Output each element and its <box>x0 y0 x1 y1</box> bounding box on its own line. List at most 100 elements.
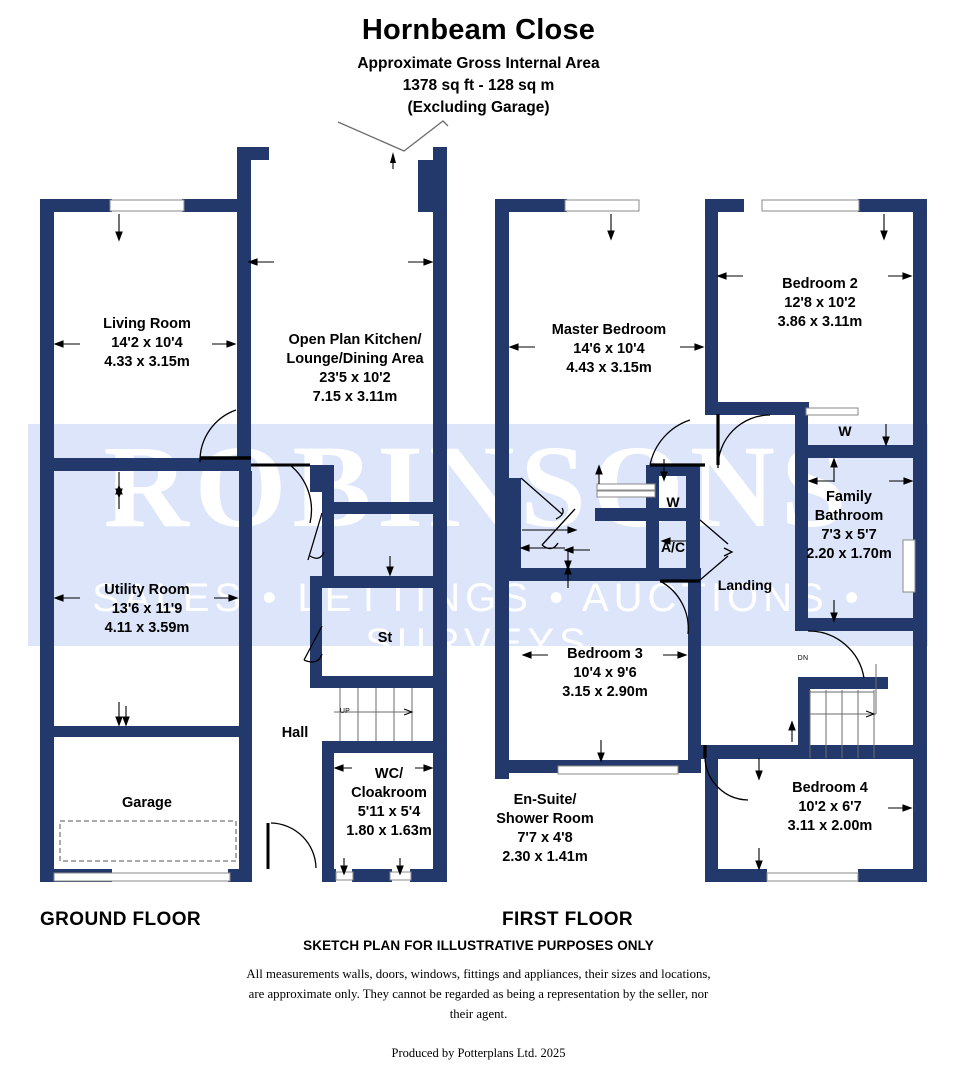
ground-floor-walls <box>40 147 447 882</box>
bathroom-name-line1: Family <box>826 489 872 505</box>
room-label-master-bedroom: Master Bedroom 14'6 x 10'4 4.43 x 3.15m <box>516 321 702 378</box>
watermark-band: ROBINSONS SALES • LETTINGS • AUCTIONS • … <box>28 421 928 665</box>
footer-heading: SKETCH PLAN FOR ILLUSTRATIVE PURPOSES ON… <box>303 938 654 953</box>
ac-name: A/C <box>660 539 686 555</box>
landing-name: Landing <box>717 577 773 593</box>
first-floor-dimension-arrows <box>508 214 914 871</box>
stair-label-up: UP <box>332 707 358 716</box>
area-summary: Approximate Gross Internal Area 1378 sq … <box>0 53 957 119</box>
dn-text: DN <box>797 655 809 662</box>
room-label-storage: St <box>350 629 420 648</box>
room-label-wardrobe-upper: W <box>812 422 878 440</box>
ensuite-metric: 2.30 x 1.41m <box>502 848 588 865</box>
room-label-open-plan-kitchen: Open Plan Kitchen/ Lounge/Dining Area 23… <box>255 331 455 406</box>
ground-floor-doors <box>199 409 325 869</box>
room-label-landing: Landing <box>702 576 788 594</box>
room-label-airing-cupboard: A/C <box>640 538 706 556</box>
garage-name: Garage <box>122 795 172 811</box>
watermark-brand: ROBINSONS <box>103 421 853 552</box>
room-label-living-room: Living Room 14'2 x 10'4 4.33 x 3.15m <box>62 315 232 372</box>
stair-label-dn: DN <box>790 654 816 663</box>
window-master-front <box>564 199 640 212</box>
window-centre-a <box>596 483 656 491</box>
first-floor-plan <box>495 199 927 882</box>
window-bed2-front <box>761 199 860 212</box>
caption-ground-floor: GROUND FLOOR <box>40 909 202 930</box>
master-imperial: 14'6 x 10'4 <box>573 340 645 357</box>
area-line-1: Approximate Gross Internal Area <box>357 55 600 72</box>
room-label-wardrobe-centre: W <box>640 493 706 511</box>
bed4-name: Bedroom 4 <box>792 780 868 796</box>
bed2-imperial: 12'8 x 10'2 <box>784 294 856 311</box>
bed2-metric: 3.86 x 3.11m <box>777 313 863 330</box>
area-line-2: 1378 sq ft - 128 sq m <box>402 77 555 94</box>
utility-metric: 4.11 x 3.59m <box>104 619 190 636</box>
master-metric: 4.43 x 3.15m <box>566 359 652 376</box>
room-label-bedroom-3: Bedroom 3 10'4 x 9'6 3.15 x 2.90m <box>523 645 687 702</box>
bed3-name: Bedroom 3 <box>567 646 643 662</box>
wc-metric: 1.80 x 1.63m <box>346 822 432 839</box>
window-bed3-rear <box>557 765 679 775</box>
bathroom-imperial: 7'3 x 5'7 <box>821 526 877 543</box>
hall-name: Hall <box>281 725 309 741</box>
plan-footer: SKETCH PLAN FOR ILLUSTRATIVE PURPOSES ON… <box>0 938 957 1061</box>
ensuite-name-line2: Shower Room <box>496 810 594 827</box>
bed3-imperial: 10'4 x 9'6 <box>573 664 637 681</box>
window-bed4-rear <box>766 872 859 882</box>
first-floor-stairs <box>809 664 877 758</box>
first-floor-doors <box>520 414 865 801</box>
storage-name: St <box>377 630 393 646</box>
kitchen-imperial: 23'5 x 10'2 <box>319 369 391 386</box>
bathroom-metric: 2.20 x 1.70m <box>806 545 892 562</box>
garage-door-opening <box>53 872 231 882</box>
room-label-bedroom-2: Bedroom 2 12'8 x 10'2 3.86 x 3.11m <box>730 275 910 332</box>
plan-header: Hornbeam Close Approximate Gross Interna… <box>0 0 957 119</box>
bed4-metric: 3.11 x 2.00m <box>787 817 873 834</box>
first-floor-walls <box>495 199 927 882</box>
room-label-garage: Garage <box>62 794 232 813</box>
living-room-metric: 4.33 x 3.15m <box>104 353 190 370</box>
ground-floor-windows <box>53 199 412 882</box>
ground-floor-stairs <box>334 688 414 741</box>
w-upper-name: W <box>838 423 852 439</box>
page-title: Hornbeam Close <box>361 14 596 46</box>
bed4-imperial: 10'2 x 6'7 <box>798 798 862 815</box>
porch-canopy-line <box>337 120 449 152</box>
window-centre-b <box>596 490 656 498</box>
up-text: UP <box>339 708 351 715</box>
kitchen-name-line1: Open Plan Kitchen/ <box>288 332 422 348</box>
utility-name: Utility Room <box>104 582 190 598</box>
bed3-metric: 3.15 x 2.90m <box>562 683 648 700</box>
room-label-utility-room: Utility Room 13'6 x 11'9 4.11 x 3.59m <box>62 581 232 638</box>
wc-name-line1: WC/ <box>374 766 404 782</box>
wc-imperial: 5'11 x 5'4 <box>357 803 421 820</box>
room-label-wc-cloakroom: WC/ Cloakroom 5'11 x 5'4 1.80 x 1.63m <box>330 765 448 840</box>
w-centre-name: W <box>666 494 680 510</box>
window-w-upper <box>805 407 859 416</box>
area-line-3: (Excluding Garage) <box>407 99 550 116</box>
window-bathroom-side <box>902 539 916 593</box>
garage-parking-outline <box>59 820 237 862</box>
ground-floor-plan <box>40 120 449 882</box>
ensuite-name-line1: En-Suite/ <box>513 792 577 808</box>
porch-arrow <box>390 152 396 163</box>
footer-disclaimer: All measurements walls, doors, windows, … <box>246 967 711 1021</box>
living-room-name: Living Room <box>103 316 191 332</box>
kitchen-metric: 7.15 x 3.11m <box>312 388 398 405</box>
kitchen-name-line2: Lounge/Dining Area <box>286 350 424 367</box>
window-living-front <box>109 199 185 212</box>
wc-name-line2: Cloakroom <box>351 784 427 801</box>
master-name: Master Bedroom <box>551 322 667 338</box>
first-floor-windows <box>557 199 916 882</box>
room-label-bedroom-4: Bedroom 4 10'2 x 6'7 3.11 x 2.00m <box>740 779 920 836</box>
utility-imperial: 13'6 x 11'9 <box>111 600 183 617</box>
ground-floor-dimension-arrows <box>53 214 434 876</box>
footer-producer: Produced by Potterplans Ltd. 2025 <box>391 1046 566 1061</box>
bathroom-name-line2: Bathroom <box>814 507 884 524</box>
living-room-imperial: 14'2 x 10'4 <box>111 334 183 351</box>
room-label-family-bathroom: Family Bathroom 7'3 x 5'7 2.20 x 1.70m <box>788 488 910 563</box>
room-label-hall: Hall <box>255 724 335 743</box>
caption-first-floor: FIRST FLOOR <box>502 909 634 930</box>
